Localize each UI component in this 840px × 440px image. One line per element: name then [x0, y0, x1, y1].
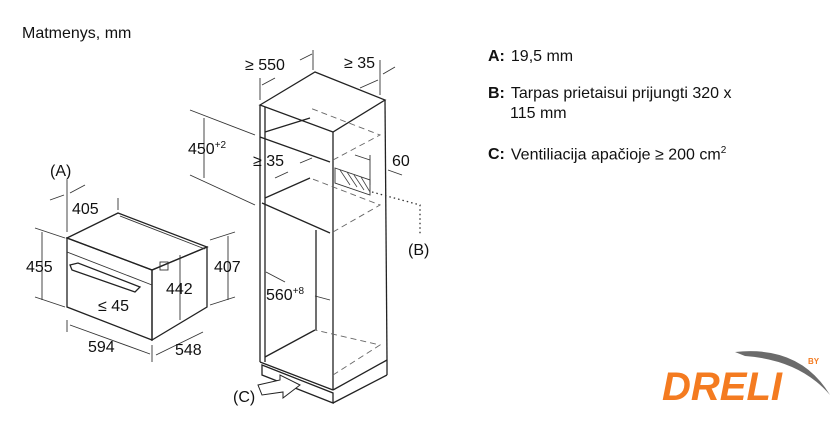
dim-450: 450+2: [188, 140, 227, 158]
dim-548: 548: [175, 342, 202, 359]
dim-60: 60: [392, 153, 410, 170]
dim-407: 407: [214, 259, 241, 276]
dim-594: 594: [88, 339, 115, 356]
diagram-title: Matmenys, mm: [22, 25, 132, 42]
dim-405: 405: [72, 201, 99, 218]
cabinet-drawing: [189, 50, 421, 404]
dim-back-gap: ≥ 35: [344, 55, 375, 72]
label-c: (C): [233, 389, 255, 406]
oven-drawing: [34, 180, 236, 362]
dim-455: 455: [26, 259, 53, 276]
label-a: (A): [50, 163, 71, 180]
legend-c: C:Ventiliacija apačioje ≥ 200 cm2: [488, 145, 727, 164]
legend-a: A:19,5 mm: [488, 48, 574, 65]
dim-442: 442: [166, 281, 193, 298]
dreli-logo: DRELI BY: [662, 351, 830, 409]
dim-550: ≥ 550: [245, 57, 285, 74]
label-b: (B): [408, 242, 429, 259]
dim-gap-inner: ≥ 35: [253, 153, 284, 170]
dim-handle: ≤ 45: [98, 298, 129, 315]
dim-560: 560+8: [266, 286, 305, 304]
svg-text:DRELI: DRELI: [662, 365, 783, 409]
svg-text:BY: BY: [808, 357, 820, 366]
